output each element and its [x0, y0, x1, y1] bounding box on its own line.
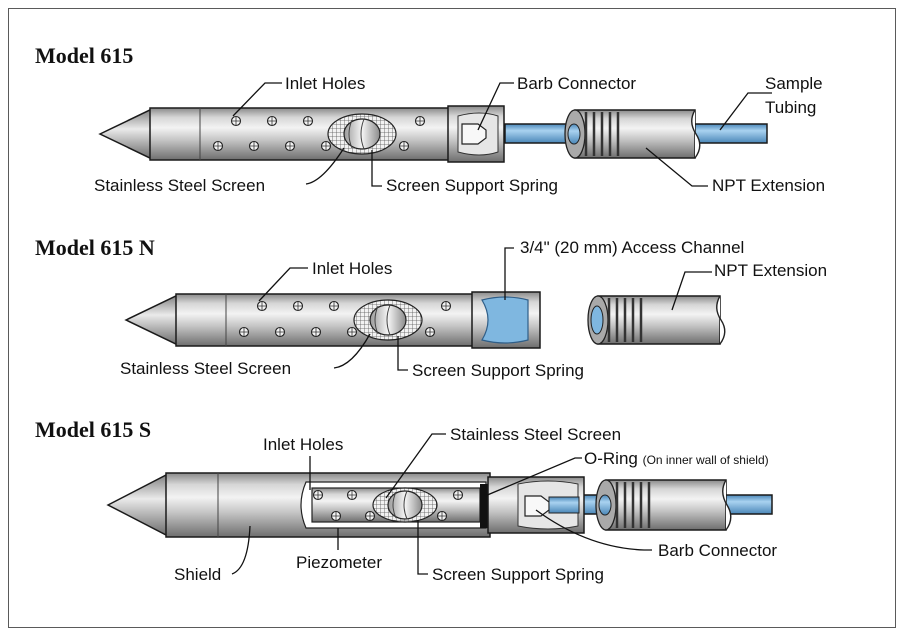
piezometer-body	[149, 107, 451, 161]
screen-support-spring	[343, 118, 381, 150]
barb-connector	[524, 495, 550, 517]
inlet-holes	[212, 115, 426, 152]
model-615-n-title: Model 615 N	[35, 235, 155, 260]
screen-support-spring	[387, 490, 423, 520]
model-615-s-title: Model 615 S	[35, 417, 151, 442]
screen-support-spring	[369, 304, 407, 336]
label-screen-support-spring: Screen Support Spring	[412, 361, 584, 380]
label-inlet-holes: Inlet Holes	[312, 259, 392, 278]
model-615-title: Model 615	[35, 43, 133, 68]
o-ring	[480, 484, 488, 528]
model-615-n: Model 615 N	[35, 235, 827, 380]
piezometer-body	[175, 293, 475, 347]
label-tubing: Tubing	[765, 98, 816, 117]
npt-threads	[607, 298, 643, 342]
model-615: Model 615	[35, 43, 825, 195]
label-npt-extension: NPT Extension	[712, 176, 825, 195]
npt-threads	[584, 112, 620, 156]
label-screen-support-spring: Screen Support Spring	[386, 176, 558, 195]
label-barb-connector: Barb Connector	[517, 74, 636, 93]
label-barb-connector: Barb Connector	[658, 541, 777, 560]
label-access-channel: 3/4" (20 mm) Access Channel	[520, 238, 744, 257]
label-inlet-holes: Inlet Holes	[285, 74, 365, 93]
npt-threads	[615, 482, 651, 528]
label-shield: Shield	[174, 565, 221, 584]
label-o-ring: O-Ring (On inner wall of shield)	[584, 449, 769, 468]
label-inlet-holes: Inlet Holes	[263, 435, 343, 454]
inlet-holes	[238, 300, 452, 338]
label-piezometer: Piezometer	[296, 553, 382, 572]
label-npt-extension: NPT Extension	[714, 261, 827, 280]
barb-connector	[461, 123, 487, 145]
cone-tip	[106, 472, 169, 538]
diagram-frame	[8, 8, 896, 628]
label-sample: Sample	[765, 74, 823, 93]
label-stainless-steel-screen: Stainless Steel Screen	[120, 359, 291, 378]
cone-tip	[124, 293, 179, 347]
label-stainless-steel-screen: Stainless Steel Screen	[450, 425, 621, 444]
access-channel	[481, 296, 529, 344]
model-615-s: Model 615 S	[35, 417, 777, 584]
cone-tip	[98, 107, 153, 161]
inlet-holes	[312, 489, 464, 522]
label-stainless-steel-screen: Stainless Steel Screen	[94, 176, 265, 195]
label-screen-support-spring: Screen Support Spring	[432, 565, 604, 584]
